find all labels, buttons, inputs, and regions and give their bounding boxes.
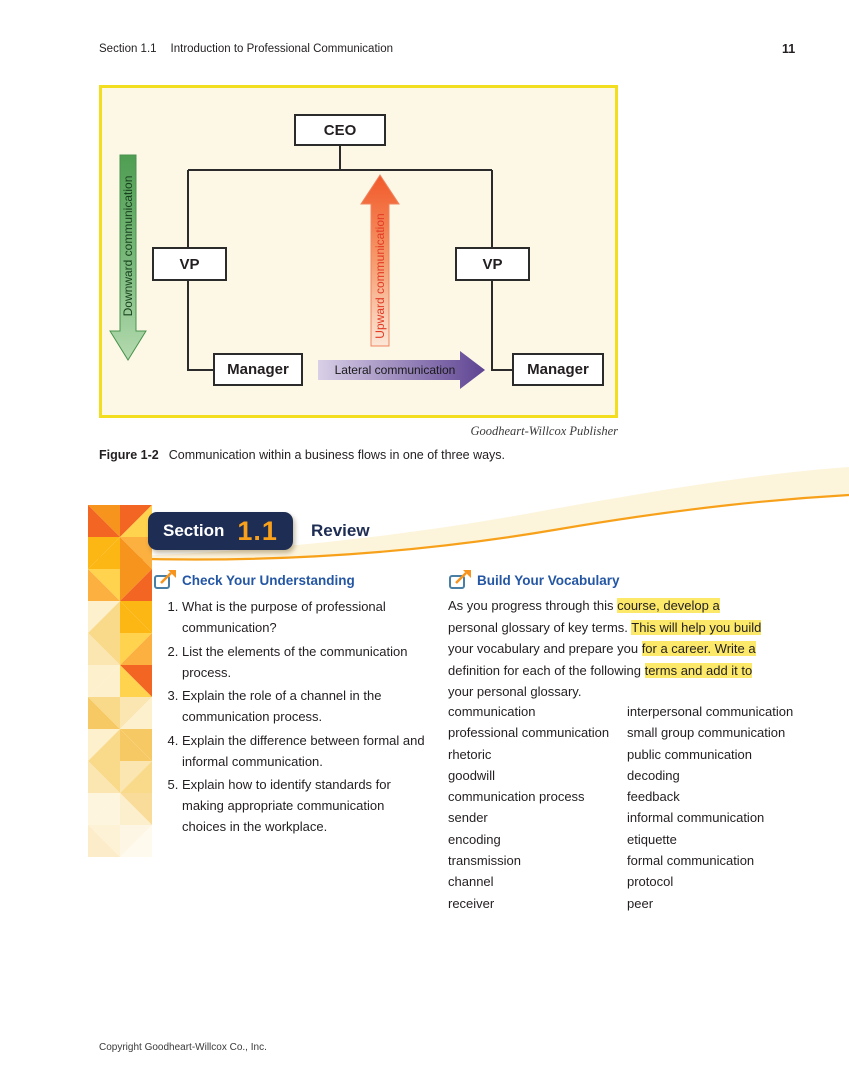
figure-caption-label: Figure 1-2 (99, 448, 159, 462)
vocab-terms-left: communication professional communication r… (448, 701, 627, 914)
section-number: 1.1 (237, 515, 278, 546)
check-question: Explain the role of a channel in the com… (182, 685, 427, 727)
vocab-heading: Build Your Vocabulary (477, 573, 620, 588)
write-icon (449, 570, 471, 589)
figure-attribution: Goodheart-Willcox Publisher (470, 424, 618, 438)
check-question: Explain the difference between formal an… (182, 730, 427, 772)
check-question: List the elements of the communication p… (182, 641, 427, 683)
vocab-term: public communication (627, 746, 753, 762)
copyright-footer: Copyright Goodheart-Willcox Co., Inc. (99, 1042, 267, 1053)
check-question: Explain how to identify standards for ma… (182, 774, 427, 837)
vocab-intro-line: your personal glossary. (448, 684, 582, 699)
figure-frame: Downward communication Upward communicat… (99, 85, 618, 418)
org-chart-graphics: Downward communication Upward communicat… (109, 146, 512, 389)
vocab-term: professional communication (448, 725, 610, 741)
vocab-term: encoding (448, 831, 501, 847)
org-box-vp-right: VP (455, 247, 530, 281)
vocab-term: informal communication (627, 810, 765, 826)
vocab-term: feedback (627, 789, 680, 805)
org-box-manager-left: Manager (213, 353, 303, 386)
org-box-manager-right: Manager (512, 353, 604, 386)
vocab-intro-line: personal glossary of key terms. This wil… (448, 619, 762, 635)
figure-caption-text: Communication within a business flows in… (168, 448, 506, 462)
vocab-term: rhetoric (448, 746, 492, 762)
vocab-term: communication process (448, 789, 585, 805)
check-questions-block: What is the purpose of professional comm… (160, 596, 427, 840)
running-header: Section 1.1 Introduction to Professional … (99, 43, 393, 55)
vocab-term: sender (448, 810, 488, 826)
vocab-term: etiquette (627, 831, 677, 847)
upward-arrow-icon (360, 174, 400, 347)
wave-decoration (87, 467, 849, 561)
vocab-intro-line: definition for each of the following ter… (448, 662, 753, 678)
org-connector-lines (187, 146, 512, 371)
vocab-terms: communication professional communication r… (448, 701, 827, 914)
header-section-number: Section 1.1 (99, 43, 157, 55)
section-badge: Section 1.1 (148, 512, 293, 550)
vocab-term: channel (448, 874, 494, 890)
org-box-vp-left: VP (152, 247, 227, 281)
vocab-intro: As you progress through this course, dev… (448, 595, 808, 703)
org-box-ceo: CEO (294, 114, 386, 146)
lateral-arrow-label: Lateral communication (335, 363, 456, 377)
vocab-term: peer (627, 895, 654, 911)
downward-arrow-label: Downward communication (121, 176, 135, 317)
mosaic-decoration (88, 505, 152, 857)
check-heading: Check Your Understanding (182, 573, 355, 588)
write-icon (154, 570, 176, 589)
vocab-term: transmission (448, 853, 521, 869)
upward-arrow-label: Upward communication (373, 213, 387, 338)
check-questions: What is the purpose of professional comm… (160, 596, 427, 837)
section-label: Section (163, 521, 225, 540)
vocab-term: protocol (627, 874, 674, 890)
org-chart: Downward communication Upward communicat… (102, 88, 615, 415)
vocab-intro-line: As you progress through this course, dev… (448, 598, 720, 613)
figure-caption: Figure 1-2 Communication within a busines… (99, 448, 505, 462)
downward-arrow-icon (109, 154, 147, 361)
vocab-term: formal communication (627, 853, 755, 869)
vocab-terms-right: interpersonal communication small group c… (627, 701, 827, 914)
vocab-term: small group communication (627, 725, 786, 741)
vocab-term: goodwill (448, 767, 495, 783)
check-question: What is the purpose of professional comm… (182, 596, 427, 638)
review-label: Review (311, 521, 370, 540)
vocab-intro-line: your vocabulary and prepare you for a ca… (448, 641, 756, 656)
vocab-term: receiver (448, 895, 495, 911)
lateral-arrow-icon (318, 351, 485, 389)
page-number: 11 (782, 42, 796, 56)
header-title: Introduction to Professional Communicati… (170, 43, 393, 55)
vocab-term: decoding (627, 767, 680, 783)
vocab-term: interpersonal communication (627, 704, 794, 719)
vocab-term: communication (448, 704, 536, 719)
